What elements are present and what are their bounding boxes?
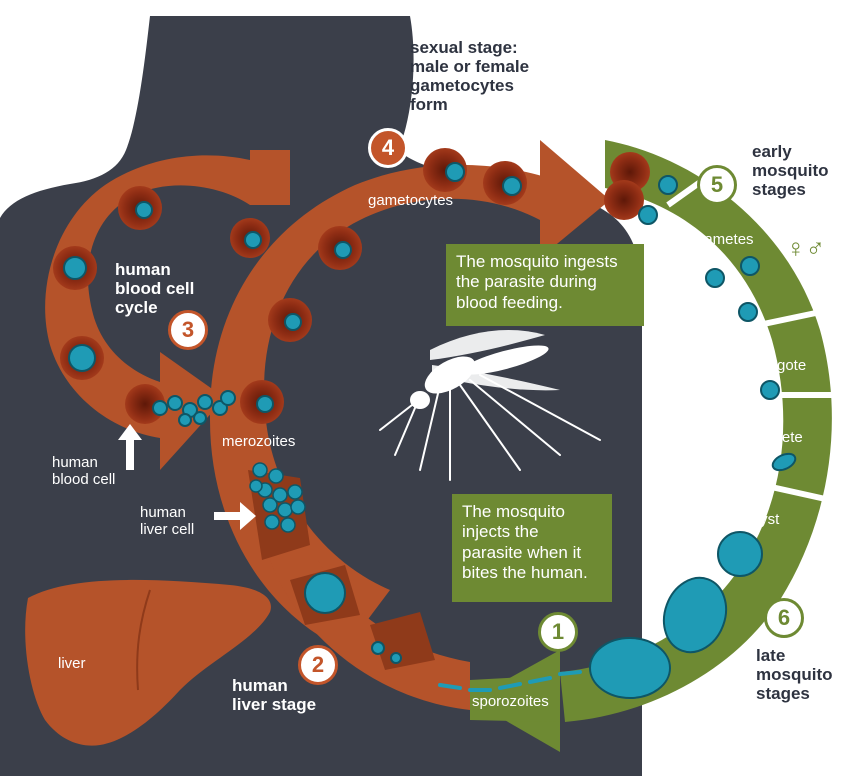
late-mosquito-stages-label: late mosquito stages	[756, 646, 833, 703]
human-blood-cell-cycle-label: human blood cell cycle	[115, 260, 194, 317]
ookinete-label: ookinete	[746, 430, 803, 447]
step-badge-6: 6	[764, 598, 804, 638]
human-liver-cell-label: human liver cell	[140, 505, 194, 539]
step-badge-4: 4	[368, 128, 408, 168]
sporozoites-label: sporozoites	[472, 694, 549, 711]
oocyst-label: oocyst	[736, 512, 779, 529]
male-female-symbols-mosquito: ♀♂	[786, 234, 825, 263]
step-badge-1: 1	[538, 612, 578, 652]
sexual-stage-label: sexual stage: male or female gametocytes…	[410, 38, 529, 114]
male-female-symbols: ♀♂	[456, 128, 498, 159]
liver-label: liver	[58, 656, 86, 673]
gametocytes-label: gametocytes	[368, 193, 453, 210]
merozoites-label: merozoites	[222, 434, 295, 451]
info-box-ingests: The mosquito ingests the parasite during…	[446, 244, 644, 326]
zygote-label: zygote	[762, 358, 806, 375]
info-box-injects: The mosquito injects the parasite when i…	[452, 494, 612, 602]
early-mosquito-stages-label: early mosquito stages	[752, 142, 829, 199]
step-badge-5: 5	[697, 165, 737, 205]
human-blood-cell-label: human blood cell	[52, 455, 115, 489]
gametes-label: gametes	[696, 232, 754, 249]
human-liver-stage-label: human liver stage	[232, 676, 316, 714]
